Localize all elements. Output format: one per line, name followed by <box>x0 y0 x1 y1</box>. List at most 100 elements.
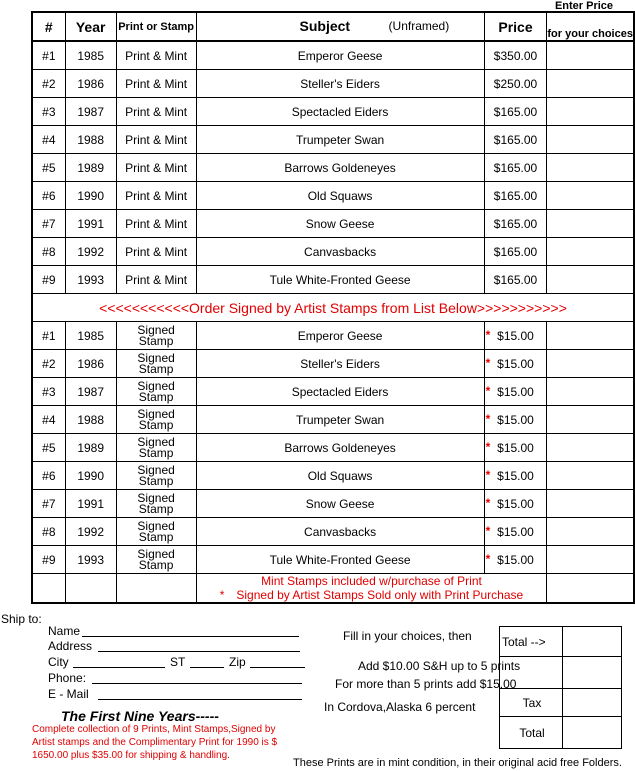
note-signed: *Signed by Artist Stamps Sold only with … <box>219 588 524 602</box>
enter-price-input[interactable] <box>559 155 622 180</box>
item-year: 1988 <box>64 405 117 434</box>
city-field[interactable] <box>73 655 165 668</box>
tax-input[interactable] <box>563 689 619 716</box>
notes-row: Mint Stamps included w/purchase of Print… <box>31 573 635 604</box>
item-price: $165.00 <box>483 237 548 266</box>
enter-price-input[interactable] <box>559 435 622 460</box>
st-field[interactable] <box>190 655 224 668</box>
star-icon: * <box>485 328 491 342</box>
item-type: Print & Mint <box>115 69 197 98</box>
enter-price-input[interactable] <box>559 379 622 404</box>
item-number: #1 <box>31 40 66 70</box>
enter-price-input[interactable] <box>559 463 622 488</box>
tax-instruction: In Cordova,Alaska 6 percent <box>324 700 476 714</box>
type-line-2: Stamp <box>138 361 174 376</box>
subtotal-input[interactable] <box>563 628 619 655</box>
purchase-notes: Mint Stamps included w/purchase of Print… <box>195 573 548 604</box>
item-type: Print & Mint <box>115 125 197 154</box>
item-year: 1986 <box>64 69 117 98</box>
city-label: City <box>48 655 69 669</box>
item-number: #1 <box>31 321 66 350</box>
item-year: 1993 <box>64 265 117 294</box>
enter-price-cell <box>546 405 635 434</box>
enter-price-input[interactable] <box>559 71 622 96</box>
item-type: Print & Mint <box>115 181 197 210</box>
signed-banner: <<<<<<<<<<<Order Signed by Artist Stamps… <box>31 293 635 322</box>
item-year: 1989 <box>64 433 117 462</box>
enter-price-input[interactable] <box>559 267 622 292</box>
shipping-input[interactable] <box>563 659 619 686</box>
zip-label: Zip <box>229 655 246 669</box>
item-year: 1989 <box>64 153 117 182</box>
enter-price-input[interactable] <box>559 491 622 516</box>
item-number: #2 <box>31 69 66 98</box>
enter-price-input[interactable] <box>559 323 622 348</box>
item-price: $165.00 <box>483 265 548 294</box>
item-price: *$15.00 <box>483 517 548 546</box>
phone-field[interactable] <box>92 671 302 684</box>
enter-price-input[interactable] <box>559 239 622 264</box>
item-number: #5 <box>31 433 66 462</box>
item-number: #4 <box>31 405 66 434</box>
enter-price-input[interactable] <box>559 351 622 376</box>
enter-price-cell <box>546 97 635 126</box>
col-header-num: # <box>31 11 66 42</box>
type-line-2: Stamp <box>138 557 174 572</box>
item-subject: Trumpeter Swan <box>195 125 485 154</box>
type-line-1: Signed <box>137 378 175 393</box>
total-input[interactable] <box>563 719 619 746</box>
item-subject: Tule White-Fronted Geese <box>195 545 485 574</box>
order-table: # Year Print or Stamp Subject (Unframed)… <box>31 11 635 604</box>
type-line-1: Signed <box>137 322 175 337</box>
enter-price-heading: Enter Price <box>554 0 614 12</box>
name-field[interactable] <box>82 624 299 637</box>
star-icon: * <box>485 468 491 482</box>
address-field[interactable] <box>98 639 300 652</box>
type-line-1: Signed <box>137 434 175 449</box>
signed-banner-row: <<<<<<<<<<<Order Signed by Artist Stamps… <box>31 293 635 322</box>
email-field[interactable] <box>98 687 302 700</box>
item-subject: Snow Geese <box>195 209 485 238</box>
item-subject: Trumpeter Swan <box>195 405 485 434</box>
enter-price-input[interactable] <box>559 43 622 68</box>
item-price: $350.00 <box>483 40 548 70</box>
item-year: 1990 <box>64 461 117 490</box>
enter-price-input[interactable] <box>559 99 622 124</box>
enter-price-input[interactable] <box>559 127 622 152</box>
enter-price-input[interactable] <box>559 211 622 236</box>
item-price: $165.00 <box>483 125 548 154</box>
type-line-1: Signed <box>137 462 175 477</box>
enter-price-cell <box>546 69 635 98</box>
note-star: * <box>219 588 225 602</box>
tax-label: Tax <box>499 688 563 717</box>
enter-price-input[interactable] <box>559 547 622 572</box>
item-price: *$15.00 <box>483 461 548 490</box>
enter-price-cell <box>546 40 635 70</box>
enter-price-cell <box>546 377 635 406</box>
enter-price-input[interactable] <box>559 407 622 432</box>
item-year: 1985 <box>64 321 117 350</box>
zip-field[interactable] <box>250 655 305 668</box>
item-price: *$15.00 <box>483 545 548 574</box>
item-year: 1986 <box>64 349 117 378</box>
price-value: $15.00 <box>497 412 534 427</box>
item-number: #2 <box>31 349 66 378</box>
enter-price-cell <box>546 237 635 266</box>
star-icon: * <box>485 496 491 510</box>
enter-price-input[interactable] <box>559 183 622 208</box>
enter-price-input[interactable] <box>559 519 622 544</box>
st-label: ST <box>170 655 186 669</box>
